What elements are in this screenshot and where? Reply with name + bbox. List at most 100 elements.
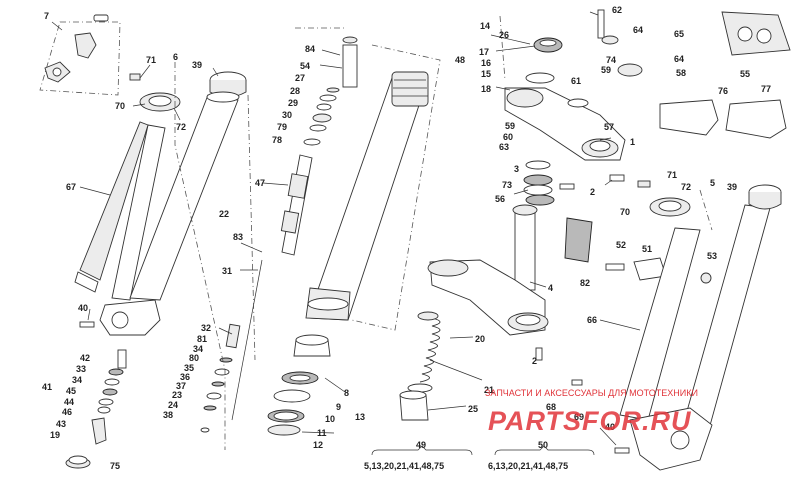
left-cartridge-parts-drawing xyxy=(65,349,127,469)
callout: 46 xyxy=(62,407,72,417)
callout: 42 xyxy=(80,353,90,363)
callout: 73 xyxy=(502,180,512,190)
callout: 35 xyxy=(184,363,194,373)
callout: 12 xyxy=(313,440,323,450)
callout: 9 xyxy=(336,402,341,412)
callout: 67 xyxy=(66,182,76,192)
callout: 55 xyxy=(740,69,750,79)
damper-rod-drawing xyxy=(200,36,358,433)
clamp-drawing xyxy=(129,73,181,112)
callout: 23 xyxy=(172,390,182,400)
callout: 69 xyxy=(574,412,584,422)
footer-group-49: 49 5,13,20,21,41,48,75 xyxy=(364,440,473,471)
right-fork-drawing xyxy=(619,184,782,471)
callout: 2 xyxy=(532,356,537,366)
callout: 48 xyxy=(455,55,465,65)
callout: 84 xyxy=(305,44,315,54)
callouts-layer: 7 71 70 72 67 6 39 40 42 33 34 45 44 46 … xyxy=(42,5,771,471)
callout: 77 xyxy=(761,84,771,94)
parts-layer xyxy=(39,9,791,471)
left-outer-tube-drawing xyxy=(99,71,247,336)
callout: 74 xyxy=(606,55,616,65)
callout: 22 xyxy=(219,209,229,219)
callout: 60 xyxy=(503,132,513,142)
callout: 16 xyxy=(481,58,491,68)
callout: 47 xyxy=(255,178,265,188)
callout: 11 xyxy=(317,428,327,438)
callout: 79 xyxy=(277,122,287,132)
callout: 8 xyxy=(344,388,349,398)
callout: 2 xyxy=(590,187,595,197)
callout: 39 xyxy=(192,60,202,70)
callout: 80 xyxy=(189,353,199,363)
leaders-layer xyxy=(51,11,641,446)
upper-triple-clamp-drawing xyxy=(504,9,643,206)
callout: 70 xyxy=(620,207,630,217)
callout: 27 xyxy=(295,73,305,83)
callout: 25 xyxy=(468,404,478,414)
callout: 64 xyxy=(674,54,684,64)
callout: 53 xyxy=(707,251,717,261)
callout: 39 xyxy=(727,182,737,192)
callout: 3 xyxy=(514,164,519,174)
callout: 56 xyxy=(495,194,505,204)
right-bracket-drawing xyxy=(605,257,712,284)
callout: 71 xyxy=(146,55,156,65)
callout: 59 xyxy=(601,65,611,75)
callout: 40 xyxy=(78,303,88,313)
callout: 20 xyxy=(475,334,485,344)
callout: 51 xyxy=(642,244,652,254)
group-number: 49 xyxy=(416,440,426,450)
callout: 34 xyxy=(72,375,82,385)
callout: 17 xyxy=(479,47,489,57)
callout: 4 xyxy=(548,283,553,293)
seal-stack-drawing xyxy=(267,334,331,436)
footer-group-50: 50 6,13,20,21,41,48,75 xyxy=(488,440,595,471)
callout: 72 xyxy=(176,122,186,132)
callout: 29 xyxy=(288,98,298,108)
left-slider-drawing xyxy=(74,121,166,301)
callout: 70 xyxy=(115,101,125,111)
callout: 41 xyxy=(42,382,52,392)
spring-drawing xyxy=(407,311,441,393)
group-parts: 5,13,20,21,41,48,75 xyxy=(364,461,444,471)
callout: 13 xyxy=(355,412,365,422)
callout: 44 xyxy=(64,397,74,407)
callout: 58 xyxy=(676,68,686,78)
callout: 21 xyxy=(484,385,494,395)
callout: 78 xyxy=(272,135,282,145)
callout: 32 xyxy=(201,323,211,333)
callout: 33 xyxy=(76,364,86,374)
callout: 24 xyxy=(168,400,178,410)
callout: 43 xyxy=(56,419,66,429)
callout: 64 xyxy=(633,25,643,35)
callout: 31 xyxy=(222,266,232,276)
right-clamp-drawing xyxy=(637,180,691,217)
callout: 18 xyxy=(481,84,491,94)
callout: 65 xyxy=(674,29,684,39)
callout: 81 xyxy=(197,334,207,344)
callout: 57 xyxy=(604,122,614,132)
group-number: 50 xyxy=(538,440,548,450)
callout: 75 xyxy=(110,461,120,471)
sticker-drawing xyxy=(564,217,593,263)
spacer-drawing xyxy=(399,390,429,421)
callout: 54 xyxy=(300,61,310,71)
callout: 83 xyxy=(233,232,243,242)
callout: 1 xyxy=(630,137,635,147)
callout: 62 xyxy=(612,5,622,15)
callout: 59 xyxy=(505,121,515,131)
callout: 45 xyxy=(66,386,76,396)
callout: 6 xyxy=(173,52,178,62)
callout: 30 xyxy=(282,110,292,120)
fastener-set-drawing xyxy=(44,14,109,83)
watermark: ЗАПЧАСТИ И АКСЕССУАРЫ ДЛЯ МОТОТЕХНИКИ PA… xyxy=(485,388,698,436)
callout: 36 xyxy=(180,372,190,382)
callout: 71 xyxy=(667,170,677,180)
watermark-tagline: ЗАПЧАСТИ И АКСЕССУАРЫ ДЛЯ МОТОТЕХНИКИ xyxy=(485,388,698,398)
callout: 28 xyxy=(290,86,300,96)
callout: 7 xyxy=(44,11,49,21)
callout: 61 xyxy=(571,76,581,86)
callout: 26 xyxy=(499,30,509,40)
callout: 5 xyxy=(710,178,715,188)
